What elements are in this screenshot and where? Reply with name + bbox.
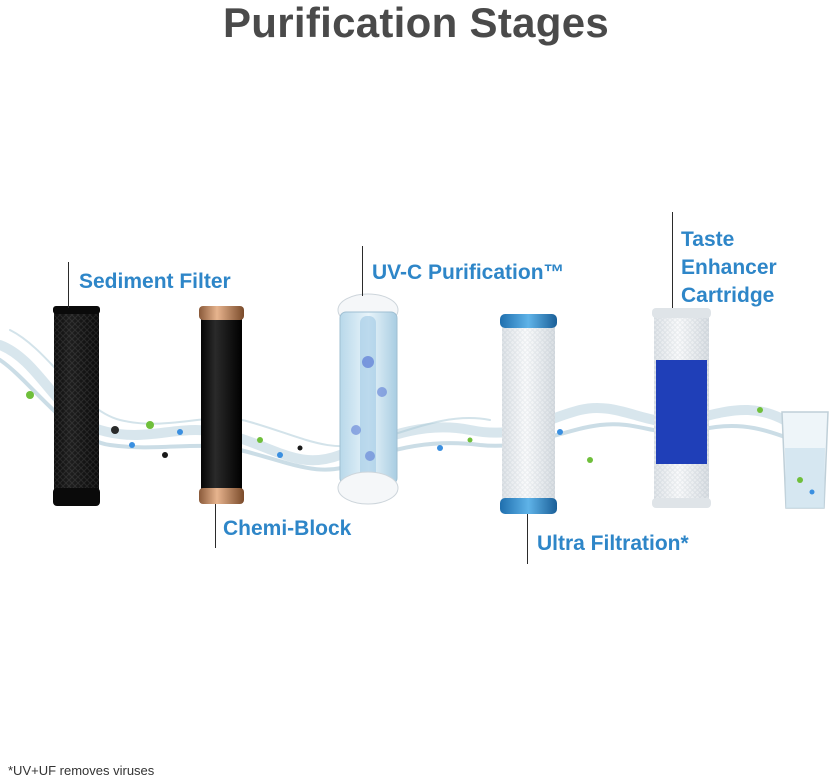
- water-glass-icon: [781, 411, 829, 509]
- sediment-cartridge-icon: [53, 306, 100, 506]
- leader-line-uf: [527, 514, 528, 564]
- stage-label-chemi: Chemi-Block: [223, 517, 352, 540]
- page-title: Purification Stages: [222, 0, 610, 46]
- leader-line-uv: [362, 246, 363, 296]
- stage-label-uv: UV-C Purification™: [372, 261, 565, 284]
- stage-label-taste: Taste Enhancer Cartridge: [681, 228, 777, 307]
- uf-cartridge-icon: [500, 314, 557, 514]
- leader-line-chemi: [215, 504, 216, 548]
- leader-line-taste: [672, 212, 673, 308]
- leader-line-sediment: [68, 262, 69, 308]
- taste-enhancer-cartridge-icon: [652, 308, 711, 508]
- footnote: *UV+UF removes viruses: [8, 763, 155, 778]
- stage-label-uf: Ultra Filtration*: [537, 532, 689, 555]
- stage-label-sediment: Sediment Filter: [79, 270, 231, 293]
- uv-chamber-icon: [337, 293, 399, 505]
- chemi-block-cartridge-icon: [199, 306, 244, 504]
